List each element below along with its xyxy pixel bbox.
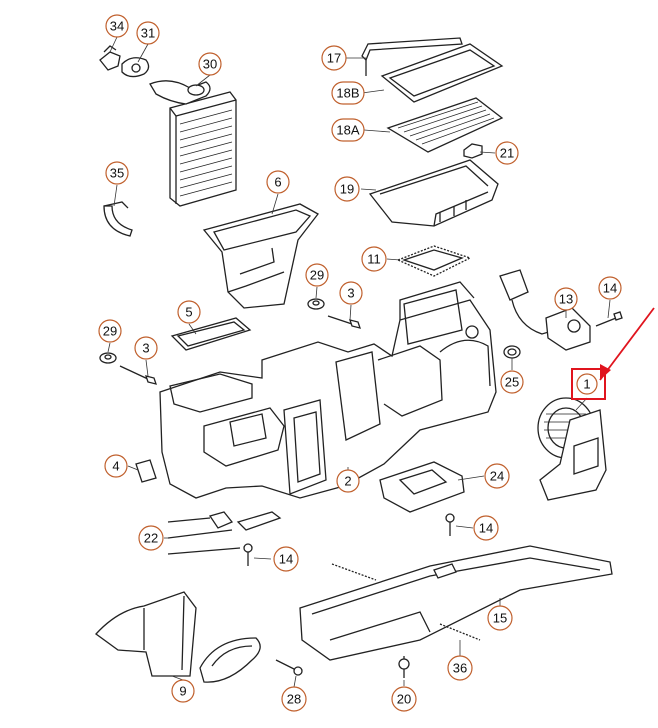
part-31-flange: [121, 57, 150, 78]
callout-15: 15: [487, 605, 513, 631]
highlight-arrow: [599, 307, 655, 381]
callout-14-bottom: 14: [273, 546, 299, 572]
callout-1: 1: [576, 373, 598, 395]
svg-text:9: 9: [179, 684, 186, 699]
svg-text:30: 30: [203, 57, 217, 72]
part-36-cable-tie-lower: [439, 623, 481, 641]
callout-20: 20: [391, 686, 417, 712]
callout-24: 24: [484, 463, 510, 489]
svg-text:21: 21: [500, 146, 514, 161]
svg-text:1: 1: [583, 377, 590, 392]
callout-5: 5: [177, 300, 201, 324]
svg-text:34: 34: [110, 19, 124, 34]
highlight-box-part-1: [571, 368, 606, 400]
svg-text:14: 14: [479, 521, 493, 536]
part-28-screw: [275, 659, 303, 676]
svg-text:24: 24: [490, 469, 504, 484]
part-4-bracket: [135, 459, 157, 483]
svg-text:22: 22: [144, 531, 158, 546]
callout-18a: 18A: [331, 118, 365, 142]
svg-text:4: 4: [112, 459, 119, 474]
callout-17: 17: [321, 45, 347, 71]
svg-text:13: 13: [559, 292, 573, 307]
svg-text:6: 6: [274, 175, 281, 190]
part-21-nut: [463, 143, 483, 159]
callout-21: 21: [495, 141, 519, 165]
callout-9: 9: [171, 679, 195, 703]
svg-text:14: 14: [603, 281, 617, 296]
svg-text:18B: 18B: [336, 86, 359, 101]
part-14-screw-top: [595, 311, 623, 327]
callout-3-right: 3: [339, 281, 363, 305]
part-22-lever-kit: [167, 511, 282, 555]
svg-text:20: 20: [397, 692, 411, 707]
callout-6: 6: [266, 170, 290, 194]
svg-text:15: 15: [493, 611, 507, 626]
svg-text:17: 17: [327, 51, 341, 66]
callout-25: 25: [500, 370, 524, 394]
callout-13: 13: [554, 287, 578, 311]
leader-lines: [107, 36, 611, 688]
callout-4: 4: [104, 454, 128, 478]
svg-text:31: 31: [141, 26, 155, 41]
svg-text:36: 36: [453, 661, 467, 676]
svg-text:3: 3: [142, 341, 149, 356]
callout-2: 2: [336, 469, 360, 493]
svg-text:28: 28: [287, 692, 301, 707]
part-18a-filter: [386, 97, 504, 153]
callout-29-left: 29: [98, 319, 122, 343]
part-14-screw-bottom: [243, 543, 253, 566]
part-36-cable-tie-upper: [331, 563, 377, 581]
part-34-valve: [99, 45, 121, 71]
part-6-air-duct: [202, 203, 319, 309]
svg-text:14: 14: [279, 552, 293, 567]
callout-18b: 18B: [331, 81, 365, 105]
part-5-gasket: [170, 317, 252, 351]
callout-19: 19: [334, 176, 360, 202]
part-1-blower-motor: [537, 397, 607, 501]
part-18b-filter-frame: [380, 43, 504, 103]
part-35-clamp: [103, 201, 133, 237]
callout-34: 34: [105, 14, 129, 38]
part-17-seal: [361, 37, 463, 76]
part-2-main-housing: [159, 281, 497, 499]
part-11-gasket: [396, 245, 472, 277]
callout-35: 35: [105, 161, 129, 185]
callout-29-right: 29: [305, 263, 329, 287]
part-14-screw-mid: [445, 513, 455, 536]
callout-3-left: 3: [134, 336, 158, 360]
part-3-screw-right: [327, 315, 361, 329]
callout-14-top: 14: [598, 276, 622, 300]
svg-text:25: 25: [505, 375, 519, 390]
callout-11: 11: [361, 246, 387, 272]
svg-text:29: 29: [103, 324, 117, 339]
part-9-footwell-duct: [95, 591, 261, 683]
part-30-heater-core: [149, 80, 237, 207]
svg-text:35: 35: [110, 166, 124, 181]
callout-14-mid: 14: [473, 515, 499, 541]
callout-31: 31: [136, 21, 160, 45]
part-19-filter-housing: [368, 159, 499, 227]
svg-text:18A: 18A: [336, 123, 359, 138]
svg-text:11: 11: [367, 252, 381, 267]
callout-30: 30: [198, 52, 222, 76]
callout-28: 28: [281, 686, 307, 712]
svg-text:5: 5: [185, 305, 192, 320]
part-29-washer-right: [307, 298, 325, 310]
svg-text:3: 3: [347, 286, 354, 301]
callout-22: 22: [138, 525, 164, 551]
part-24-control-unit: [379, 461, 465, 513]
part-15-cross-member: [299, 545, 613, 661]
part-20-screw: [398, 656, 410, 678]
part-29-washer-left: [99, 352, 117, 364]
svg-text:19: 19: [340, 182, 354, 197]
part-3-screw-left: [119, 365, 157, 385]
part-13-actuator: [499, 269, 591, 351]
callout-36: 36: [447, 655, 473, 681]
svg-text:29: 29: [310, 268, 324, 283]
svg-text:2: 2: [344, 474, 351, 489]
part-25-grommet: [503, 345, 521, 359]
